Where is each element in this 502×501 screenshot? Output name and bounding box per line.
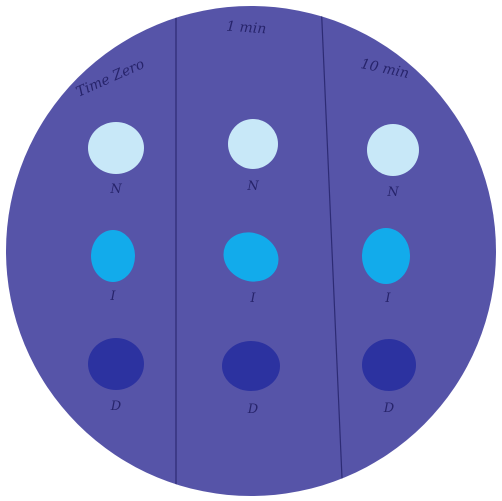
spot-i-time-zero [91,230,135,282]
spot-letter-n-1-min: N [246,179,259,194]
spot-letter-n-time-zero: N [109,182,122,197]
spot-letter-d-1-min: D [247,402,259,417]
spot-d-time-zero [88,338,144,390]
spot-d-10-min [362,339,416,391]
spot-n-10-min [367,124,419,176]
spot-d-1-min [222,341,280,391]
spot-letter-d-time-zero: D [110,399,122,414]
column-label-1-min: 1 min [226,19,267,38]
spot-n-time-zero [88,122,144,174]
spot-letter-n-10-min: N [386,185,399,200]
spot-letter-d-10-min: D [383,401,395,416]
spot-n-1-min [228,119,278,169]
spot-letter-i-10-min: I [384,291,391,306]
spot-letter-i-1-min: I [249,291,256,306]
spot-letter-i-time-zero: I [109,289,116,304]
spot-i-10-min [362,228,410,284]
